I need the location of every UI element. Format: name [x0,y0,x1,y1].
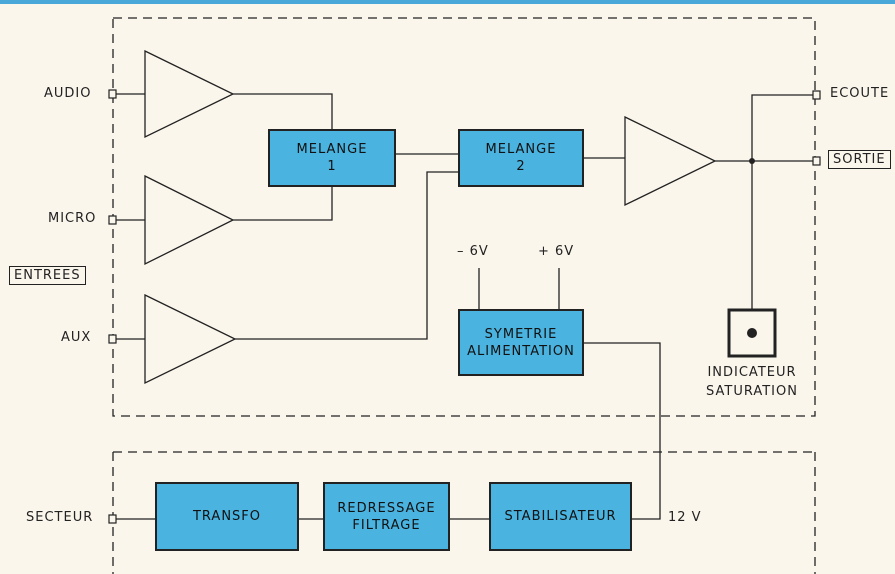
label-micro: MICRO [48,211,97,226]
terminal-ecoute [812,90,821,100]
junction-dot [749,158,755,164]
terminal-aux [108,334,117,344]
redressage-line1: REDRESSAGE [337,500,436,516]
label-ecoute: ECOUTE [830,86,890,101]
label-plus-6v: + 6V [538,244,575,259]
indicateur-line1: INDICATEUR [707,365,797,380]
indicateur-line2: SATURATION [706,384,798,399]
block-melange-1: MELANGE 1 [268,129,396,187]
terminal-secteur [108,514,117,524]
stabilisateur-label: STABILISATEUR [504,509,617,524]
amp-audio [144,49,235,139]
symetrie-line2: ALIMENTATION [467,343,575,359]
melange1-line2: 1 [327,159,337,174]
lower-enclosure [112,451,816,574]
terminal-micro [108,215,117,225]
amp-output [624,115,717,207]
terminal-audio [108,89,117,99]
label-12v: 12 V [668,510,702,525]
melange2-line2: 2 [516,159,526,174]
wire-symetrie-12v [582,342,661,520]
label-entrees: ENTREES [9,266,86,285]
amp-micro [144,174,235,266]
indicator-led-dot [747,328,757,338]
terminal-sortie [812,156,821,166]
top-accent-bar [0,0,895,4]
block-stabilisateur: STABILISATEUR [489,482,632,551]
label-minus-6v: – 6V [457,244,489,259]
label-audio: AUDIO [44,86,92,101]
upper-enclosure [112,17,816,417]
block-melange-2: MELANGE 2 [458,129,584,187]
wire-micro-melange1 [233,186,333,221]
wire-audio-melange1 [233,93,333,131]
melange2-line1: MELANGE [485,142,557,157]
label-sortie: SORTIE [828,150,891,169]
label-secteur: SECTEUR [26,510,94,525]
block-transfo: TRANSFO [155,482,299,551]
amp-aux [144,293,237,385]
label-aux: AUX [61,330,92,345]
redressage-line2: FILTRAGE [352,517,421,533]
wire-ecoute [751,94,813,161]
transfo-label: TRANSFO [192,509,262,524]
label-indicateur-saturation: INDICATEUR SATURATION [691,363,813,401]
melange1-line1: MELANGE [296,142,368,157]
block-symetrie-alimentation: SYMETRIE ALIMENTATION [458,309,584,376]
wire-aux-melange2 [235,171,460,340]
symetrie-line1: SYMETRIE [484,326,558,342]
block-redressage-filtrage: REDRESSAGE FILTRAGE [323,482,450,551]
